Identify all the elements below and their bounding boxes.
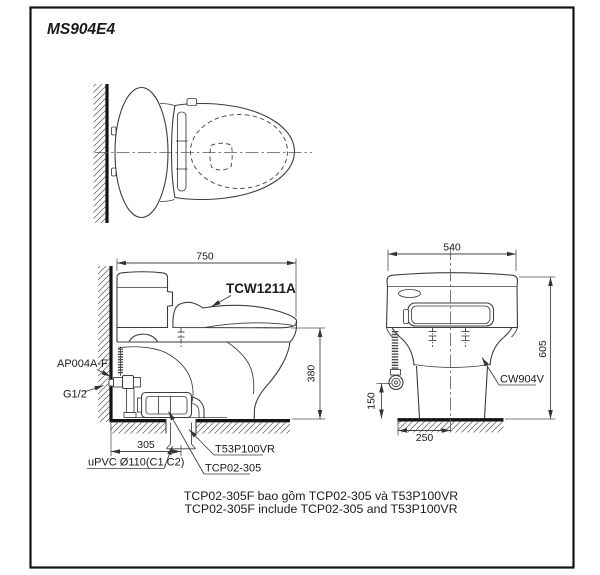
dim-150: 150	[366, 383, 391, 419]
flush-button	[398, 289, 421, 298]
seal-label: T53P100VR	[215, 444, 275, 456]
washlet-leader	[211, 295, 232, 307]
page-border	[29, 6, 575, 569]
flange-label: TCP02-305	[205, 463, 261, 475]
supply-hose	[388, 331, 404, 391]
bowl-bottom-curve	[413, 364, 491, 368]
notes: TCP02-305F bao gồm TCP02-305 và T53P100V…	[184, 489, 458, 516]
floor-hatch	[110, 422, 166, 434]
floor-hatch	[196, 422, 290, 434]
pedestal-right	[483, 365, 489, 419]
control-button-top	[186, 98, 197, 106]
supply-valve	[108, 346, 141, 418]
seat-hinge-tab	[403, 309, 409, 324]
dim-750: 750	[116, 251, 297, 317]
seal-leader	[188, 429, 215, 456]
supply-thread-label: G1/2	[63, 389, 87, 401]
lid-tab	[111, 167, 117, 177]
note-line-vi: TCP02-305F bao gồm TCP02-305 và T53P100V…	[184, 489, 458, 503]
supply-thread-leader	[83, 385, 104, 393]
dim-label: 305	[137, 439, 155, 451]
rim-bump	[128, 333, 159, 343]
dim-250: 250	[397, 421, 451, 444]
pedestal-left	[415, 365, 421, 419]
bowl-left-contour	[391, 327, 415, 366]
washlet-seat-side	[172, 301, 298, 329]
water-surface-dashed	[209, 142, 233, 171]
top-view	[93, 84, 312, 223]
bowl-front-contour	[253, 321, 297, 420]
wall-hatch	[98, 266, 110, 422]
dim-label: 750	[196, 251, 214, 263]
dim-label: 540	[443, 242, 461, 254]
dim-605: 605	[505, 276, 556, 420]
seat-seam	[204, 322, 293, 328]
stop-valve-leader	[96, 369, 111, 377]
wall-hatch	[93, 84, 107, 223]
bowl-label: CW904V	[500, 374, 545, 386]
page-title: MS904E4	[47, 21, 115, 38]
trapway-curve	[117, 346, 194, 403]
dim-label: 150	[366, 392, 378, 410]
bowl-inner-curve	[226, 341, 255, 395]
dim-label: 605	[537, 340, 549, 358]
dim-540: 540	[387, 242, 517, 271]
side-view: 750 380 305 TCW1211A AP004A-F G1/2 T53P1…	[57, 251, 325, 475]
dim-label: 380	[306, 365, 318, 383]
drain-pipe-leader	[163, 445, 173, 469]
flush-valve-unit	[133, 391, 227, 419]
lid-tab	[111, 126, 117, 136]
seat-bolt	[177, 328, 185, 347]
bowl-rim-dashed	[190, 114, 288, 189]
dim-380: 380	[291, 327, 325, 420]
flange-leader	[168, 411, 205, 475]
front-view: 540 605 150 250 CW904V	[366, 242, 556, 444]
drain-pipe-label: uPVC Ø110(C1,C2)	[88, 457, 184, 469]
bowl-shoulder-lines	[386, 327, 518, 338]
washlet-bar-top	[177, 111, 187, 192]
seat-outline-top	[170, 102, 296, 201]
note-line-en: TCP02-305F include TCP02-305 and T53P100…	[185, 502, 458, 516]
stop-valve-label: AP004A-F	[57, 358, 108, 370]
washlet-label: TCW1211A	[226, 281, 296, 296]
bowl-right-contour	[489, 327, 513, 366]
lid-seat-joint	[159, 103, 175, 202]
hinge-bolts	[428, 327, 470, 347]
dim-label: 250	[416, 432, 434, 444]
bowl-leader	[481, 357, 500, 386]
tank-side	[116, 271, 174, 329]
